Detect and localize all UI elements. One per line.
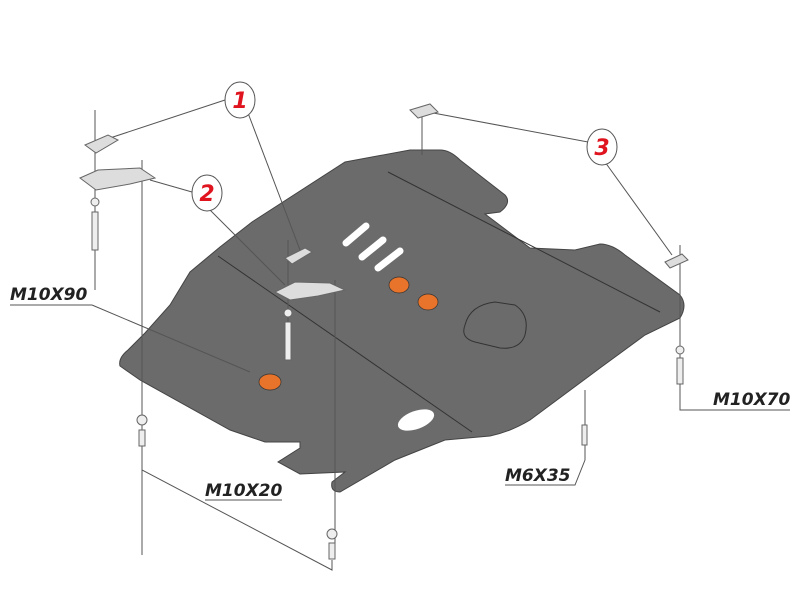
label-m10x20: M10X20 [205, 481, 283, 501]
svg-text:2: 2 [199, 182, 214, 207]
drain-hatch [463, 301, 527, 349]
label-m6x35: M6X35 [505, 466, 571, 486]
fold-line-upper [387, 171, 661, 313]
logo-badges [258, 276, 439, 391]
bolts [90, 197, 685, 560]
vent-slots [342, 222, 404, 272]
label-m10x90: M10X90 [10, 285, 88, 305]
svg-text:3: 3 [594, 136, 609, 161]
svg-text:1: 1 [232, 89, 247, 114]
label-m10x70: M10X70 [713, 390, 791, 410]
fold-line-lower [217, 255, 473, 433]
skid-plate [119, 149, 685, 493]
leader-lines [10, 99, 790, 571]
access-hole [397, 409, 435, 431]
brackets [79, 103, 689, 301]
callout-3: 3 [586, 128, 618, 166]
callout-1: 1 [224, 81, 256, 119]
callout-2: 2 [191, 174, 223, 212]
